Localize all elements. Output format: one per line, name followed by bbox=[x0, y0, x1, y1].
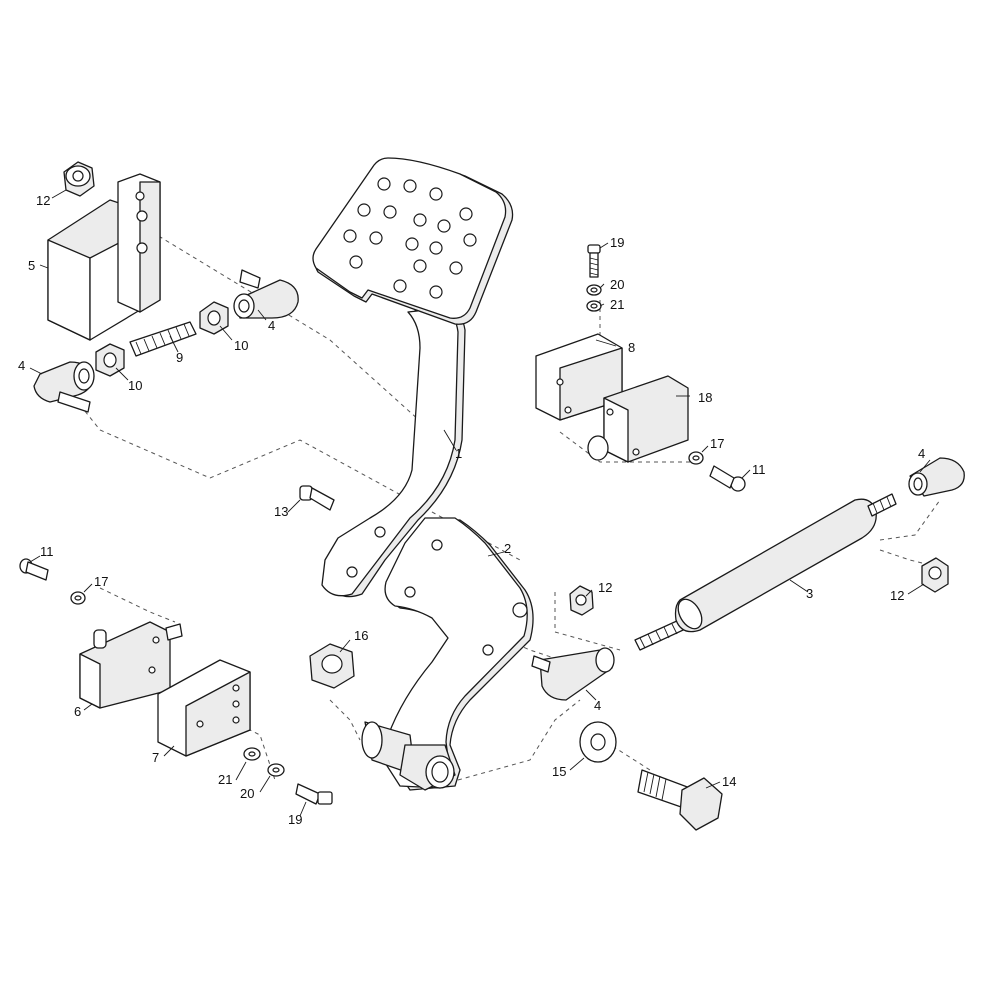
ball-joint-4a bbox=[233, 269, 299, 319]
nut-10b bbox=[95, 343, 125, 377]
callout-5: 5 bbox=[28, 258, 35, 273]
callout-8: 8 bbox=[628, 340, 635, 355]
callout-19-lower: 19 bbox=[288, 812, 302, 827]
nut-12b bbox=[569, 585, 594, 616]
callout-12-right: 12 bbox=[890, 588, 904, 603]
pedal-pad-holes bbox=[343, 177, 477, 299]
callout-3: 3 bbox=[806, 586, 813, 601]
callout-11-lower: 11 bbox=[40, 544, 54, 559]
callout-10-upper: 10 bbox=[234, 338, 248, 353]
callout-leaders bbox=[29, 189, 931, 817]
block-7 bbox=[157, 659, 251, 757]
callout-15: 15 bbox=[552, 764, 566, 779]
callout-19-upper: 19 bbox=[610, 235, 624, 250]
washer-21a bbox=[586, 300, 602, 312]
callout-4-right: 4 bbox=[918, 446, 925, 461]
screw-11b bbox=[19, 558, 49, 581]
ball-joint-4b bbox=[33, 361, 95, 413]
callout-4-upper: 4 bbox=[268, 318, 275, 333]
callout-10-lower: 10 bbox=[128, 378, 142, 393]
washer-15 bbox=[579, 721, 617, 763]
washer-17a bbox=[688, 451, 704, 465]
callout-4-lower: 4 bbox=[594, 698, 601, 713]
callout-7: 7 bbox=[152, 750, 159, 765]
callout-18: 18 bbox=[698, 390, 712, 405]
callout-20-upper: 20 bbox=[610, 277, 624, 292]
washer-21b bbox=[243, 747, 261, 761]
washer-17b bbox=[70, 591, 86, 605]
switch-6 bbox=[79, 621, 183, 709]
callout-17-upper: 17 bbox=[710, 436, 724, 451]
callout-9: 9 bbox=[176, 350, 183, 365]
bracket-bushing bbox=[361, 721, 456, 791]
pedal-pad bbox=[312, 157, 514, 325]
switch-18 bbox=[587, 375, 689, 463]
callout-12-middle: 12 bbox=[598, 580, 612, 595]
callout-6: 6 bbox=[74, 704, 81, 719]
nut-16 bbox=[309, 643, 355, 689]
pedal-arm bbox=[321, 304, 466, 598]
callout-16: 16 bbox=[354, 628, 368, 643]
block-5 bbox=[47, 173, 161, 341]
callout-12-upper: 12 bbox=[36, 193, 50, 208]
screw-11a bbox=[709, 465, 746, 492]
ball-joint-4d bbox=[531, 647, 615, 701]
nut-12c bbox=[921, 557, 949, 593]
callout-11-upper: 11 bbox=[752, 462, 766, 477]
callout-21-upper: 21 bbox=[610, 297, 624, 312]
callout-labels: 1 2 3 4 4 4 4 5 6 7 8 9 10 10 11 11 12 1… bbox=[18, 193, 925, 827]
callout-4-left: 4 bbox=[18, 358, 25, 373]
screw-19b bbox=[295, 783, 333, 805]
callout-21-lower: 21 bbox=[218, 772, 232, 787]
nut-12a bbox=[63, 161, 95, 197]
screw-13 bbox=[299, 485, 335, 511]
bracket bbox=[381, 517, 534, 791]
callout-14: 14 bbox=[722, 774, 736, 789]
washer-20b bbox=[267, 763, 285, 777]
screw-19a bbox=[587, 244, 601, 278]
nut-10a bbox=[199, 301, 229, 335]
callout-1: 1 bbox=[455, 446, 462, 461]
threaded-rod-9 bbox=[129, 321, 197, 357]
callout-2: 2 bbox=[504, 541, 511, 556]
rod bbox=[634, 493, 897, 651]
callout-13: 13 bbox=[274, 504, 288, 519]
ball-joint-4c bbox=[908, 457, 965, 497]
callout-17-lower: 17 bbox=[94, 574, 108, 589]
washer-20a bbox=[586, 284, 602, 296]
callout-20-lower: 20 bbox=[240, 786, 254, 801]
bolt-14 bbox=[637, 769, 723, 831]
